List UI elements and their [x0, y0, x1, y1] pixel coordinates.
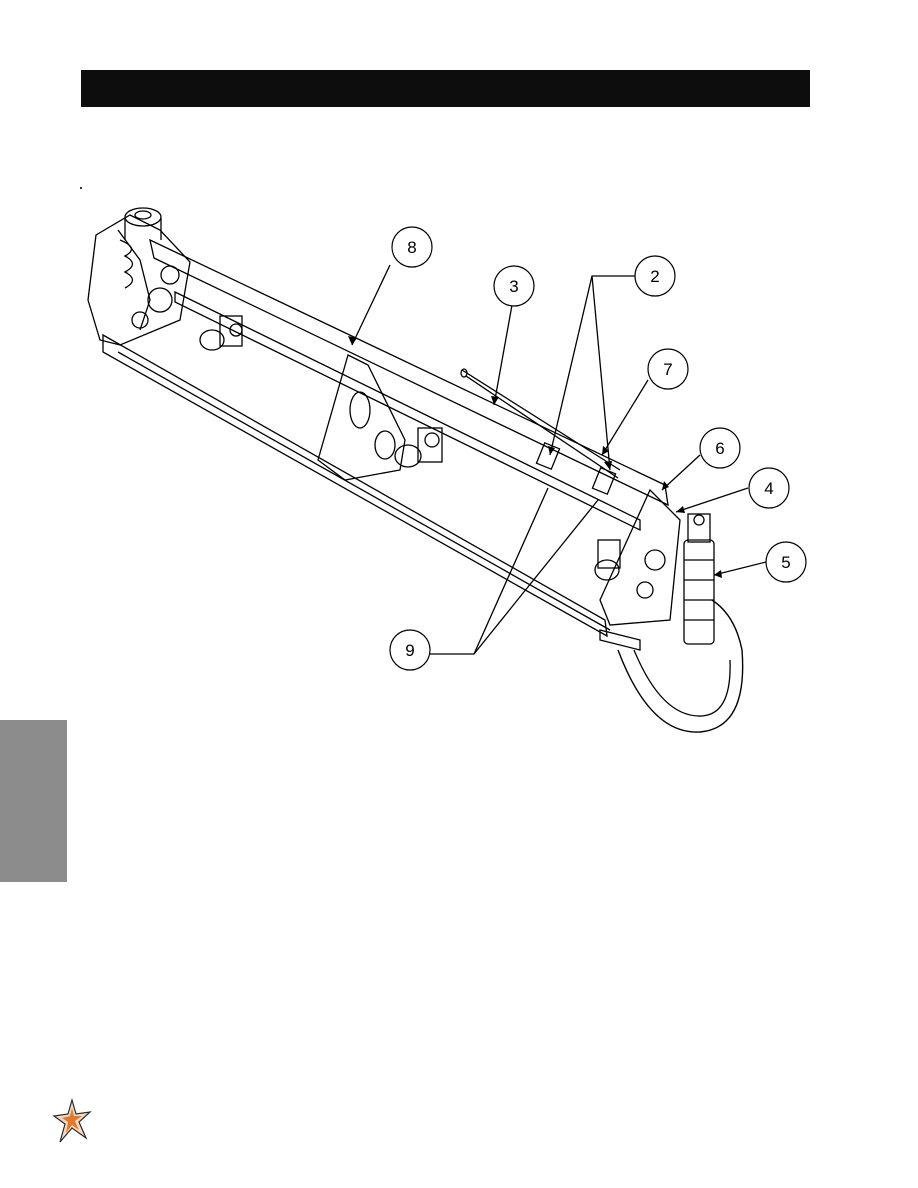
left-end-frame — [88, 215, 190, 345]
pivot-post — [684, 540, 714, 644]
leader-6 — [662, 455, 700, 490]
clamp-right — [592, 468, 615, 494]
leader-4 — [676, 488, 748, 512]
middle-plate — [318, 355, 405, 480]
leader-9b — [474, 500, 598, 654]
top-rail — [150, 240, 668, 505]
leader-8 — [352, 265, 390, 345]
leader-3 — [494, 305, 512, 405]
callout-label: 4 — [764, 479, 773, 498]
rod — [462, 370, 620, 478]
leader-7 — [602, 380, 648, 455]
leader-2b — [592, 276, 610, 470]
mid-rail — [175, 292, 640, 530]
nozzle-right — [595, 540, 620, 580]
callout-label: 8 — [407, 238, 416, 257]
right-end-frame — [600, 490, 680, 625]
callout-label: 9 — [405, 641, 414, 660]
callout-label: 6 — [715, 439, 724, 458]
callout-label: 7 — [663, 360, 672, 379]
leader-5 — [714, 562, 766, 575]
callout-label: 3 — [509, 277, 518, 296]
callout-label: 5 — [781, 553, 790, 572]
leader-2a — [550, 276, 635, 455]
hose — [618, 600, 743, 732]
callout-label: 2 — [650, 267, 659, 286]
leader-9a — [430, 488, 548, 654]
brand-star-logo — [52, 1098, 92, 1146]
section-side-tab — [0, 720, 67, 882]
